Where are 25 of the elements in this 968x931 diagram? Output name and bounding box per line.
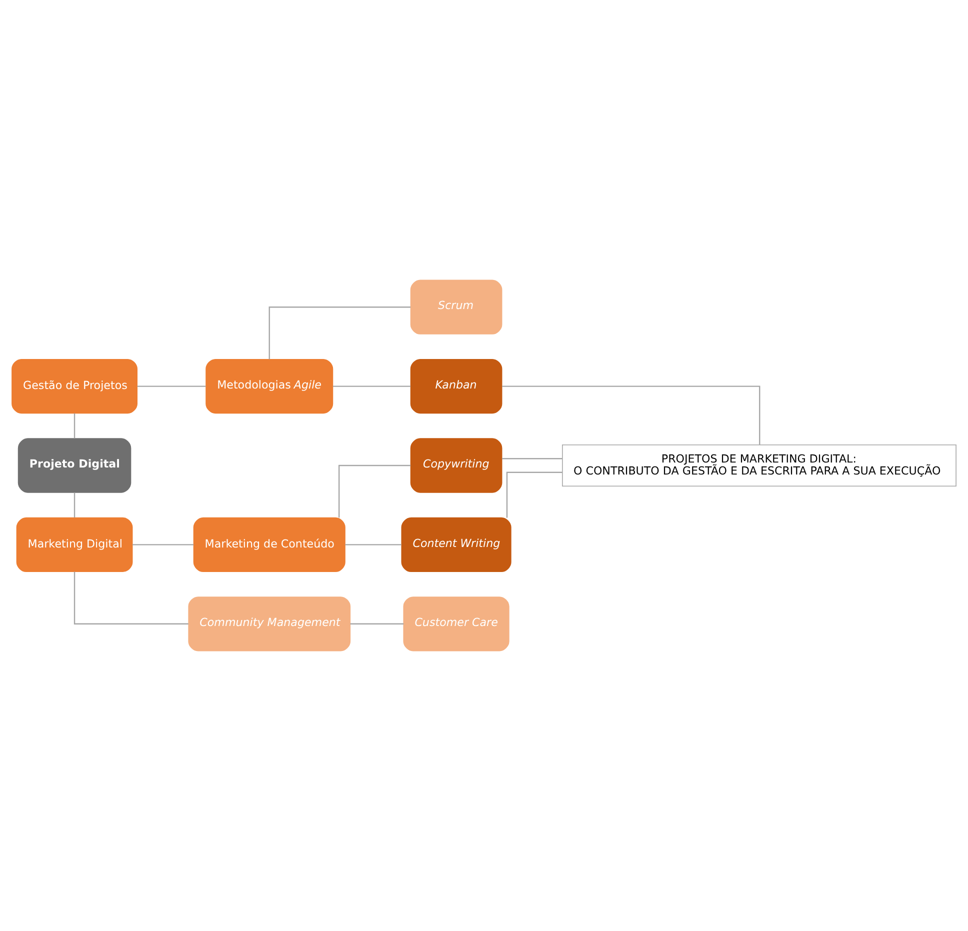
node-box: Customer Care — [403, 596, 510, 652]
connector — [268, 306, 411, 360]
connector — [502, 458, 562, 460]
connector — [350, 623, 404, 624]
connector — [506, 472, 562, 518]
node-box: Community Management — [188, 596, 351, 652]
node-box: Marketing de Conteúdo — [193, 517, 346, 572]
node-box: Projeto Digital — [18, 438, 132, 493]
connector — [74, 413, 76, 438]
node-box: Copywriting — [410, 438, 502, 493]
connector — [137, 386, 206, 387]
connector — [132, 544, 194, 546]
node-box: Kanban — [410, 358, 502, 414]
node-box: Content Writing — [401, 517, 512, 572]
node-box: PROJETOS DE MARKETING DIGITAL: O CONTRIBUTO DA GESTÃO E DA ESCRITA PARA A SUA EXECUÇÃO — [562, 444, 956, 486]
connector — [74, 572, 188, 624]
node-box: Marketing Digital — [16, 517, 133, 572]
node-box: Scrum — [410, 280, 502, 334]
node-box: Metodologias Agile — [206, 358, 334, 414]
connector — [338, 464, 411, 518]
connector — [345, 544, 402, 546]
node-box: Gestão de Projetos — [12, 358, 138, 414]
connector — [332, 386, 411, 387]
connector — [502, 386, 760, 445]
connector — [74, 492, 76, 518]
